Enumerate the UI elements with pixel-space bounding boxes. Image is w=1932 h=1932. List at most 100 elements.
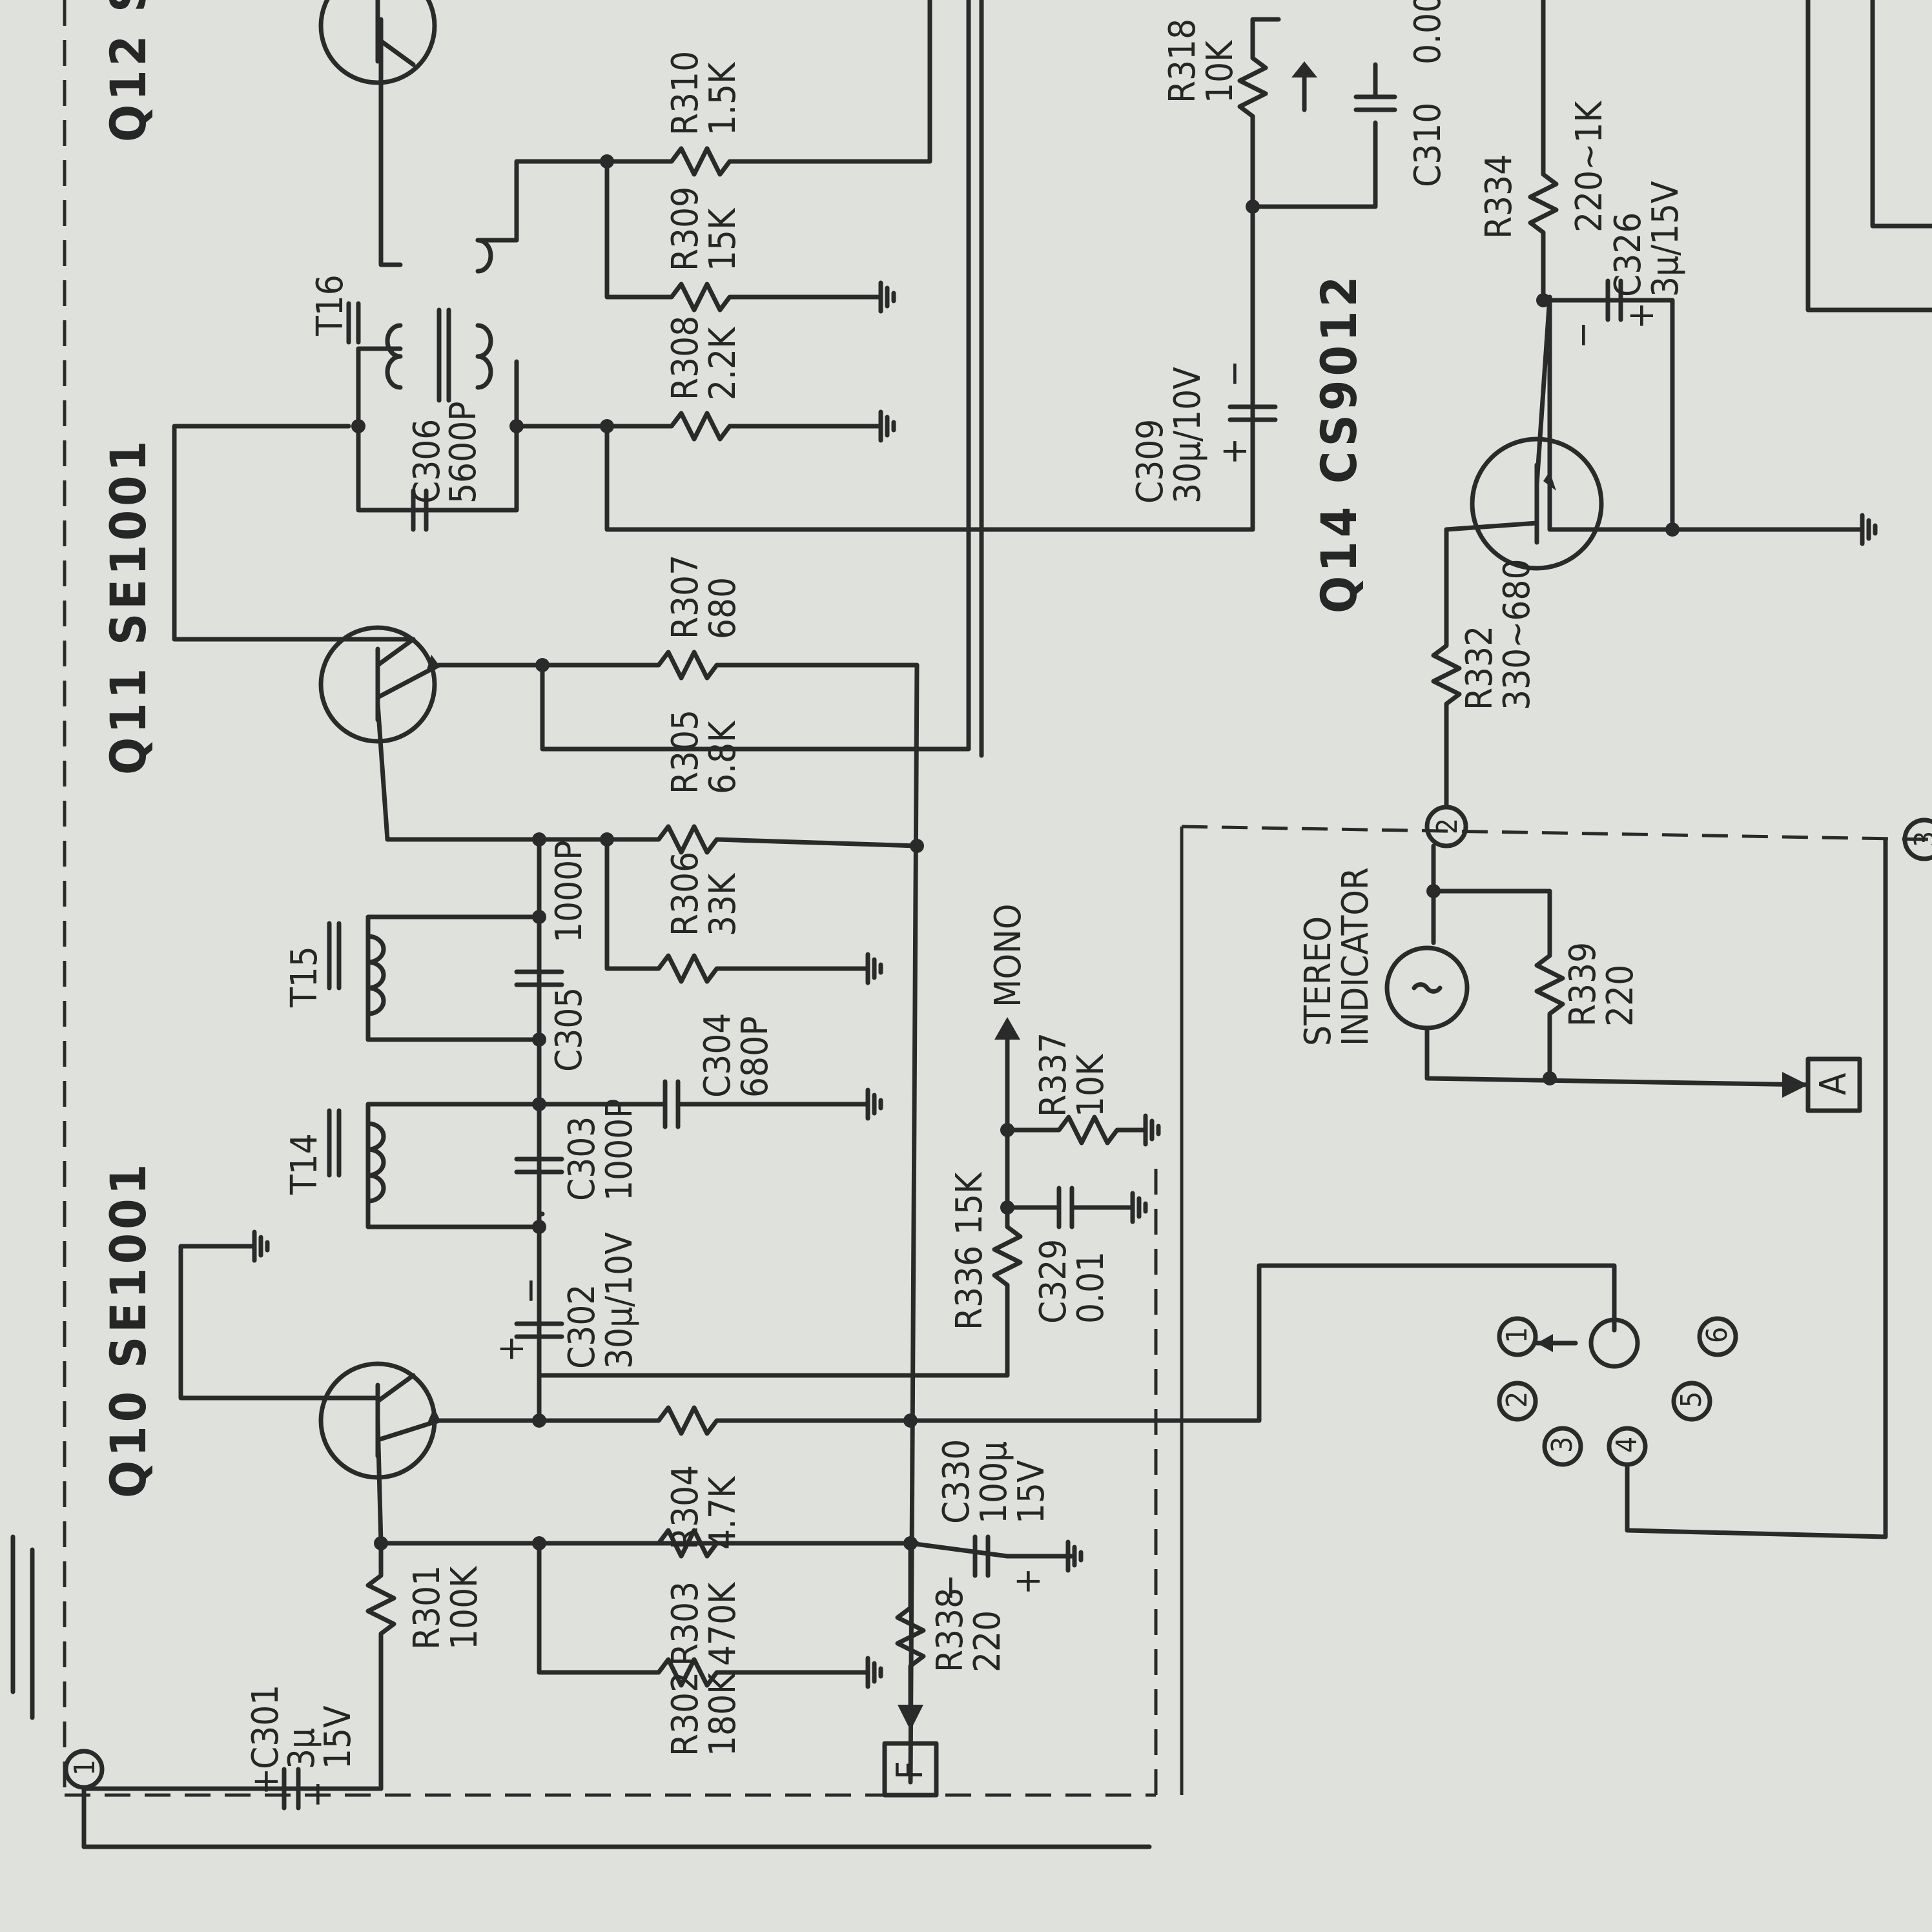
r302-resistor xyxy=(537,1541,848,1688)
stereo-indicator-label: STEREOINDICATOR xyxy=(1297,867,1377,1046)
t14-label: T14 xyxy=(283,1133,325,1195)
r332-resistor xyxy=(1431,527,1462,810)
r305-resistor xyxy=(385,824,920,855)
r303-label: R303470K xyxy=(664,1581,744,1666)
mono-signal-label: MONO xyxy=(987,904,1029,1007)
c306-capacitor xyxy=(411,488,429,532)
r318-label: R31810K xyxy=(1162,19,1241,103)
terminal-a-label: A xyxy=(1813,1073,1855,1095)
r334-label: R334 xyxy=(1478,154,1520,239)
q10-title: Q10 SE1001 xyxy=(99,1160,157,1498)
c330-capacitor xyxy=(972,1534,991,1578)
pin-3: 3 xyxy=(1546,1437,1579,1453)
r318-resistor xyxy=(1237,17,1281,209)
c329-label: C3290.01 xyxy=(1033,1239,1112,1324)
r301-resistor xyxy=(365,1541,396,1791)
r308-label: R3082.2K xyxy=(664,316,744,400)
c301-label: C3013μ15V xyxy=(245,1685,359,1769)
r336-label: R336 15K xyxy=(949,1171,991,1330)
c301-plus: + xyxy=(245,1768,287,1795)
r301-label: R301100K xyxy=(406,1565,486,1650)
q10-transistor xyxy=(318,1361,442,1546)
c305-label: C305 xyxy=(548,987,590,1072)
right-dashed-boundary xyxy=(1181,825,1932,841)
c309-minus: − xyxy=(1213,360,1255,387)
c301-capacitor xyxy=(282,1767,301,1811)
c330-minus: − xyxy=(929,1574,971,1601)
node-marker-3-label: 3 xyxy=(1909,831,1932,847)
pin-2: 2 xyxy=(1501,1392,1534,1408)
t15-label: T15 xyxy=(283,946,325,1008)
r337-resistor xyxy=(1005,1115,1139,1146)
pin-5: 5 xyxy=(1675,1392,1708,1408)
node-marker-2-label: 2 xyxy=(1431,818,1464,834)
t16-transformer xyxy=(346,17,610,403)
c303-label: C3031000P xyxy=(561,1098,641,1201)
r334-resistor xyxy=(1528,0,1559,303)
switch-connector xyxy=(1497,1316,1738,1467)
c303-capacitor xyxy=(514,1156,564,1175)
r310-label: R3101.5K xyxy=(664,51,744,136)
supply-bus xyxy=(908,663,920,1785)
r307-resistor xyxy=(437,650,920,681)
q11-transistor xyxy=(318,625,442,842)
r338-resistor xyxy=(895,1541,926,1720)
c305-capacitor xyxy=(514,969,564,987)
t15-transformer xyxy=(327,914,542,1042)
r304-label: R3044.7K xyxy=(664,1465,744,1550)
q14-title: Q14 CS9012 xyxy=(1310,272,1368,613)
r339-label: R339220 xyxy=(1562,942,1641,1027)
terminal-f-label: F xyxy=(889,1761,931,1780)
c326-label: C3263μ/15V xyxy=(1607,181,1687,297)
r305-label: R3056.8K xyxy=(664,710,744,794)
c309-capacitor xyxy=(1228,404,1278,422)
pin-4: 4 xyxy=(1610,1437,1643,1453)
c304-label: C304680P xyxy=(697,1013,776,1098)
c301-minus: − xyxy=(296,1781,338,1808)
c306-label: C3065600P xyxy=(406,401,484,504)
c329-capacitor xyxy=(1005,1186,1126,1229)
c302-label: C30230μ/10V xyxy=(561,1232,641,1369)
c305-value: 1000P xyxy=(548,840,590,943)
q12-transistor xyxy=(318,0,437,85)
terminal-a-box xyxy=(1805,1056,1862,1113)
r308-resistor xyxy=(514,411,868,442)
q11-title: Q11 SE1001 xyxy=(99,437,157,775)
c309-label: C30930μ/10V xyxy=(1129,367,1209,504)
c326-minus: − xyxy=(1562,322,1604,349)
r302-label: R302180K xyxy=(664,1672,744,1756)
r336-resistor xyxy=(537,1127,1023,1378)
node-marker-1-label: 1 xyxy=(68,1760,101,1776)
r334-value: 220~1K xyxy=(1568,100,1610,232)
r332-label: R332330~680 xyxy=(1459,559,1538,711)
pin-6: 6 xyxy=(1701,1327,1734,1343)
c302-capacitor xyxy=(514,1321,564,1339)
node-marker-2 xyxy=(1424,805,1468,848)
node-marker-3 xyxy=(1902,817,1932,861)
terminal-f-box xyxy=(882,1741,939,1798)
r310-resistor xyxy=(604,0,932,177)
c304-capacitor xyxy=(537,1079,855,1129)
r338-label: R338220 xyxy=(929,1588,1009,1672)
r337-label: R33710K xyxy=(1033,1033,1112,1117)
r304-resistor xyxy=(437,1405,920,1436)
pin-1: 1 xyxy=(1501,1327,1534,1343)
c330-label: C330100μ15V xyxy=(936,1439,1053,1524)
c310-value: 0.00 xyxy=(1407,0,1449,65)
c302-plus: + xyxy=(490,1335,532,1362)
c326-capacitor xyxy=(1605,278,1623,322)
c310-capacitor xyxy=(1353,62,1397,112)
c309-plus: + xyxy=(1213,438,1255,465)
c310-label: C310 xyxy=(1407,103,1449,187)
t16-label: T16 xyxy=(309,274,351,336)
r309-label: R30915K xyxy=(664,187,744,271)
c326-plus: + xyxy=(1620,302,1662,329)
r339-resistor xyxy=(1431,889,1565,1081)
r303-resistor xyxy=(656,1528,719,1559)
c302-minus: − xyxy=(509,1277,551,1304)
t14-transformer xyxy=(327,1102,542,1229)
r306-resistor xyxy=(604,837,855,984)
right-edge-box xyxy=(1805,0,1932,313)
c330-plus: + xyxy=(1007,1568,1049,1595)
